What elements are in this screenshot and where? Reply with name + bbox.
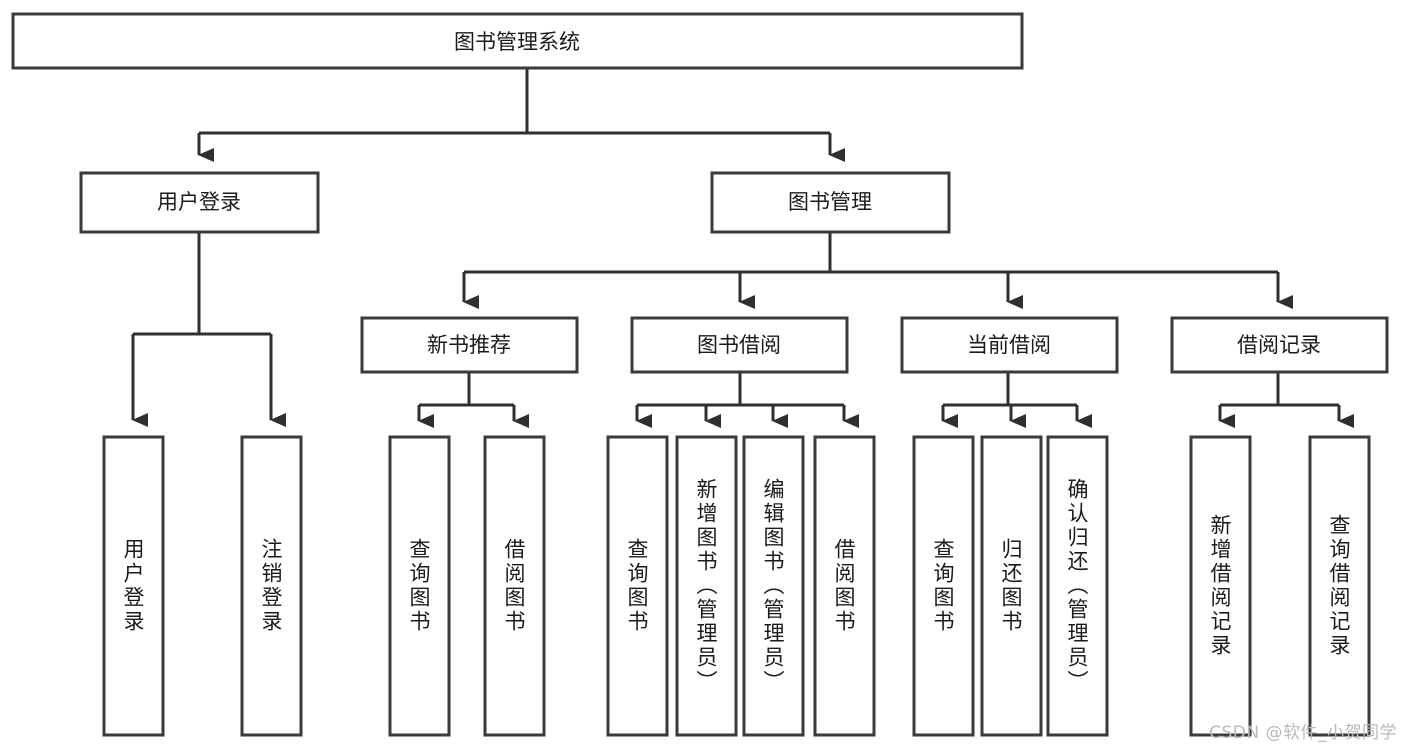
edge-layer <box>131 68 1354 428</box>
leaf-borrow-record-1-box[interactable] <box>1308 435 1371 737</box>
node-book-management-box[interactable] <box>710 171 951 234</box>
node-current-borrow-label: 当前借阅 <box>967 333 1051 357</box>
leaf-book-borrow-3-label: 借阅图书 <box>832 538 856 634</box>
node-new-book-recommend[interactable]: 新书推荐 <box>360 316 579 374</box>
leaf-book-borrow-0-label: 查询图书 <box>625 538 649 634</box>
node-user-login-box[interactable] <box>79 171 320 234</box>
leaf-book-borrow-1-box[interactable] <box>675 435 738 737</box>
leaf-user-login-0-label: 用户登录 <box>121 538 145 634</box>
leaf-new-book-0-box[interactable] <box>388 435 451 737</box>
node-user-login[interactable]: 用户登录 <box>79 171 320 234</box>
node-book-management-label: 图书管理 <box>788 190 872 214</box>
node-root-box[interactable] <box>11 12 1024 70</box>
leaf-current-borrow-2-label: 确认归还（管理员） <box>1065 478 1089 694</box>
leaf-borrow-record-0-label: 新增借阅记录 <box>1208 514 1232 658</box>
node-current-borrow-box[interactable] <box>900 316 1119 374</box>
leaf-book-borrow-2-box[interactable] <box>742 435 805 737</box>
leaf-new-book-1-label: 借阅图书 <box>502 538 526 634</box>
leaf-current-borrow-1-box[interactable] <box>980 435 1043 737</box>
leaf-current-borrow-2[interactable]: 确认归还（管理员） <box>1046 435 1109 737</box>
leaf-borrow-record-1[interactable]: 查询借阅记录 <box>1308 435 1371 737</box>
leaf-book-borrow-1-label: 新增图书（管理员） <box>694 478 718 694</box>
node-current-borrow[interactable]: 当前借阅 <box>900 316 1119 374</box>
leaf-current-borrow-0-label: 查询图书 <box>931 538 955 634</box>
leaf-new-book-1-box[interactable] <box>483 435 546 737</box>
leaf-book-borrow-0-box[interactable] <box>606 435 669 737</box>
leaf-current-borrow-0[interactable]: 查询图书 <box>912 435 975 737</box>
node-book-borrow[interactable]: 图书借阅 <box>630 316 849 374</box>
node-borrow-record-label: 借阅记录 <box>1237 333 1321 357</box>
leaf-book-borrow-2-label: 编辑图书（管理员） <box>761 478 785 694</box>
leaf-book-borrow-3[interactable]: 借阅图书 <box>813 435 876 737</box>
leaf-current-borrow-2-box[interactable] <box>1046 435 1109 737</box>
leaf-user-login-1[interactable]: 注销登录 <box>240 435 303 737</box>
leaf-book-borrow-2[interactable]: 编辑图书（管理员） <box>742 435 805 737</box>
node-new-book-recommend-label: 新书推荐 <box>427 333 511 357</box>
leaf-current-borrow-0-box[interactable] <box>912 435 975 737</box>
node-borrow-record-box[interactable] <box>1170 316 1389 374</box>
leaf-borrow-record-1-label: 查询借阅记录 <box>1327 514 1351 658</box>
leaf-user-login-1-label: 注销登录 <box>259 538 283 634</box>
node-borrow-record[interactable]: 借阅记录 <box>1170 316 1389 374</box>
leaf-new-book-1[interactable]: 借阅图书 <box>483 435 546 737</box>
node-user-login-label: 用户登录 <box>157 190 241 214</box>
node-book-borrow-box[interactable] <box>630 316 849 374</box>
node-book-management[interactable]: 图书管理 <box>710 171 951 234</box>
leaf-current-borrow-1-label: 归还图书 <box>999 538 1023 634</box>
node-book-borrow-label: 图书借阅 <box>697 333 781 357</box>
node-root[interactable]: 图书管理系统 <box>11 12 1024 70</box>
leaf-new-book-0-label: 查询图书 <box>407 538 431 634</box>
leaf-borrow-record-0-box[interactable] <box>1189 435 1252 737</box>
leaf-book-borrow-0[interactable]: 查询图书 <box>606 435 669 737</box>
leaf-user-login-0-box[interactable] <box>102 435 165 737</box>
node-root-label: 图书管理系统 <box>454 30 580 54</box>
leaf-current-borrow-1[interactable]: 归还图书 <box>980 435 1043 737</box>
leaf-new-book-0[interactable]: 查询图书 <box>388 435 451 737</box>
leaf-user-login-1-box[interactable] <box>240 435 303 737</box>
leaf-user-login-0[interactable]: 用户登录 <box>102 435 165 737</box>
leaf-borrow-record-0[interactable]: 新增借阅记录 <box>1189 435 1252 737</box>
node-new-book-recommend-box[interactable] <box>360 316 579 374</box>
leaf-book-borrow-3-box[interactable] <box>813 435 876 737</box>
leaf-book-borrow-1[interactable]: 新增图书（管理员） <box>675 435 738 737</box>
